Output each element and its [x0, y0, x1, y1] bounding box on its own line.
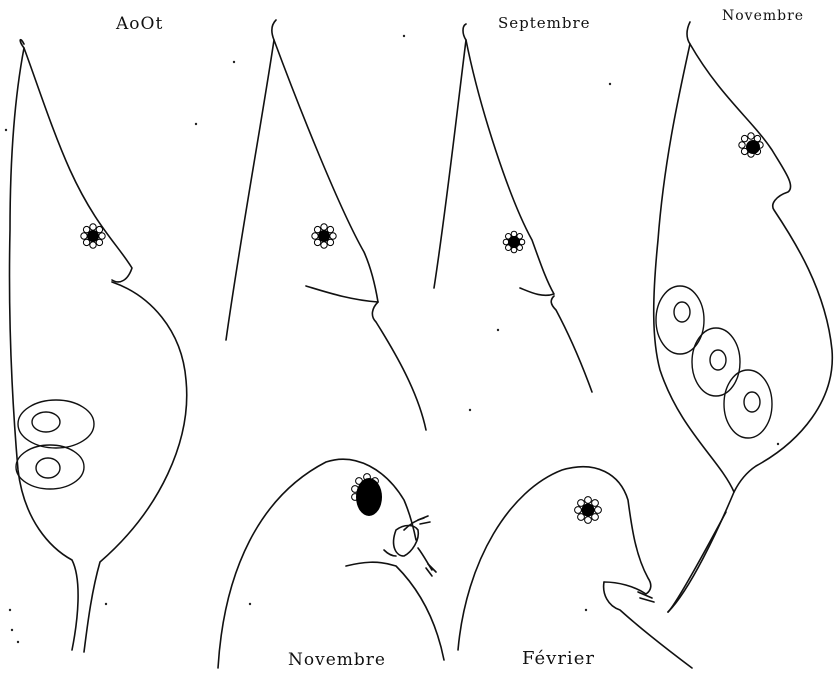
panel-2-eye: [312, 224, 336, 248]
label-aout: AoOt: [116, 14, 163, 34]
panel-novembre-bottom-eye: [352, 474, 382, 516]
panel-septembre-eye: [503, 231, 525, 253]
panel-aout-outline: [9, 40, 186, 652]
label-septembre: Septembre: [498, 14, 591, 32]
label-novembre-top: Novembre: [722, 8, 804, 24]
panel-novembre-bottom-outline: [218, 459, 444, 668]
panel-septembre-outline: [434, 24, 592, 392]
panel-fevrier-eye: [575, 497, 602, 524]
panel-novembre-top-eye: [739, 133, 763, 157]
panel-novembre-top-eggs: [656, 286, 772, 438]
panel-fevrier-outline: [458, 467, 692, 668]
label-novembre-bottom: Novembre: [288, 650, 386, 670]
panel-aout-eye: [81, 224, 105, 248]
scan-specks: [5, 35, 779, 643]
panel-aout-eggs: [16, 400, 94, 489]
panel-novembre-top-outline: [654, 22, 833, 612]
label-fevrier: Février: [522, 648, 595, 669]
